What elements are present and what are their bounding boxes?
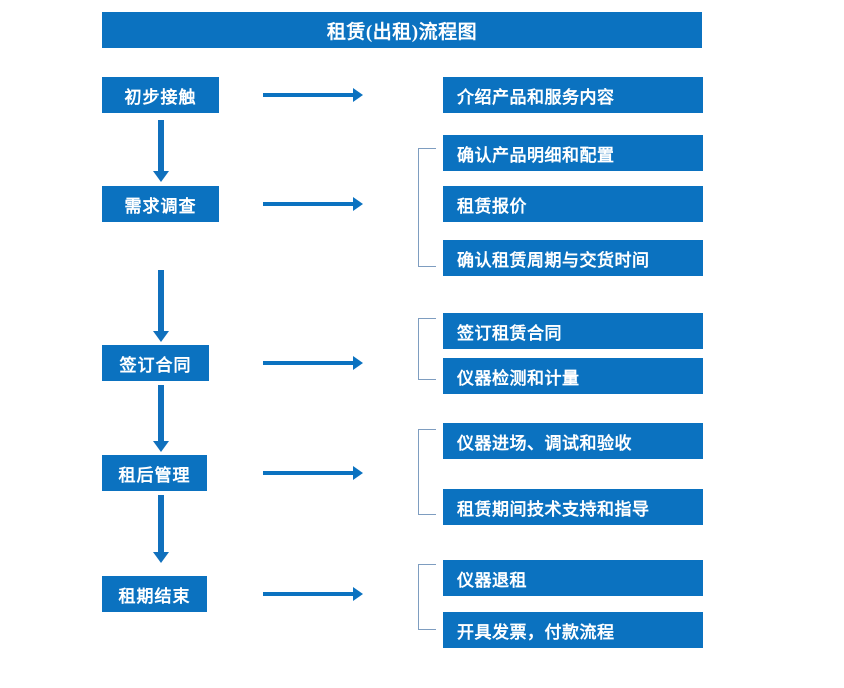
detail-box-2[interactable]: 确认产品明细和配置 bbox=[443, 135, 703, 171]
arrow-shaft bbox=[158, 270, 164, 331]
branch-arrow-right-3 bbox=[263, 356, 363, 370]
detail-box-8[interactable]: 租赁期间技术支持和指导 bbox=[443, 489, 703, 525]
flow-arrow-down-2 bbox=[153, 270, 169, 342]
chart-title: 租赁(出租)流程图 bbox=[102, 12, 702, 48]
arrow-shaft bbox=[263, 471, 353, 475]
stage-box-4[interactable]: 租后管理 bbox=[102, 455, 207, 491]
detail-box-3[interactable]: 租赁报价 bbox=[443, 186, 703, 222]
arrow-shaft bbox=[263, 202, 353, 206]
arrow-head bbox=[353, 88, 363, 102]
group-bracket-2 bbox=[418, 318, 436, 380]
detail-box-5[interactable]: 签订租赁合同 bbox=[443, 313, 703, 349]
group-bracket-3 bbox=[418, 429, 436, 515]
detail-box-4[interactable]: 确认租赁周期与交货时间 bbox=[443, 240, 703, 276]
arrow-head bbox=[353, 466, 363, 480]
stage-box-3[interactable]: 签订合同 bbox=[102, 345, 209, 381]
arrow-shaft bbox=[263, 93, 353, 97]
stage-box-2[interactable]: 需求调查 bbox=[102, 186, 219, 222]
flow-arrow-down-4 bbox=[153, 495, 169, 563]
detail-box-9[interactable]: 仪器退租 bbox=[443, 560, 703, 596]
arrow-head bbox=[153, 441, 169, 452]
arrow-shaft bbox=[263, 592, 353, 596]
branch-arrow-right-2 bbox=[263, 197, 363, 211]
branch-arrow-right-1 bbox=[263, 88, 363, 102]
flow-arrow-down-3 bbox=[153, 385, 169, 452]
stage-box-5[interactable]: 租期结束 bbox=[102, 576, 207, 612]
detail-box-6[interactable]: 仪器检测和计量 bbox=[443, 358, 703, 394]
arrow-head bbox=[153, 171, 169, 182]
detail-box-7[interactable]: 仪器进场、调试和验收 bbox=[443, 423, 703, 459]
arrow-head bbox=[353, 197, 363, 211]
group-bracket-1 bbox=[418, 148, 436, 267]
branch-arrow-right-4 bbox=[263, 466, 363, 480]
arrow-head bbox=[353, 587, 363, 601]
branch-arrow-right-5 bbox=[263, 587, 363, 601]
flow-arrow-down-1 bbox=[153, 120, 169, 182]
arrow-shaft bbox=[263, 361, 353, 365]
detail-box-1[interactable]: 介绍产品和服务内容 bbox=[443, 77, 703, 113]
arrow-shaft bbox=[158, 495, 164, 552]
group-bracket-4 bbox=[418, 564, 436, 630]
arrow-head bbox=[153, 552, 169, 563]
stage-box-1[interactable]: 初步接触 bbox=[102, 77, 219, 113]
arrow-head bbox=[153, 331, 169, 342]
arrow-shaft bbox=[158, 120, 164, 171]
arrow-shaft bbox=[158, 385, 164, 441]
detail-box-10[interactable]: 开具发票，付款流程 bbox=[443, 612, 703, 648]
arrow-head bbox=[353, 356, 363, 370]
